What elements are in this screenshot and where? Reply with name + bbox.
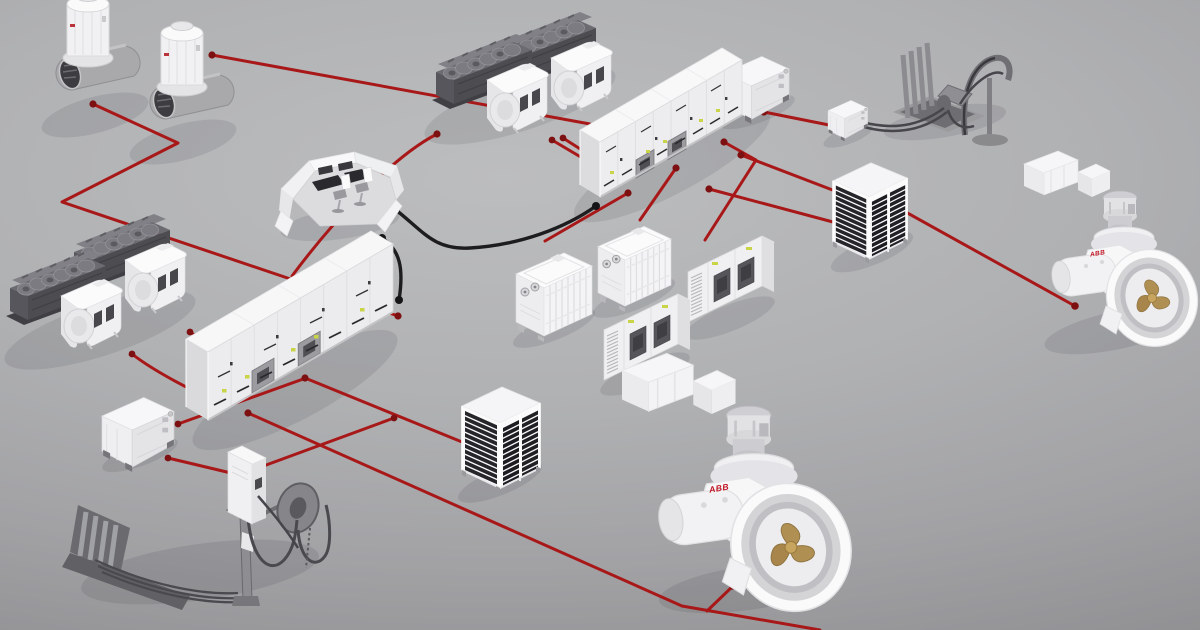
- azimuth-thruster-1: [1023, 150, 1200, 362]
- shore-connection-station-2: [62, 445, 332, 610]
- azimuth-thruster-2: [620, 352, 872, 630]
- console-screen: [318, 165, 333, 175]
- operator-chair-1: [332, 173, 352, 213]
- cable-control-console-to-swbd1: [394, 204, 598, 250]
- shore-power-pedestal: [226, 445, 300, 549]
- cable-power-swbd1-to-rack1-b: [707, 187, 850, 228]
- operator-chair-2: [354, 166, 374, 206]
- cable-power-rack1-to-azimuth1: [882, 198, 1077, 308]
- indicator-tags: [222, 308, 365, 393]
- indicator-tags: [610, 109, 720, 174]
- cable-power-swbd2-to-rack2: [303, 376, 469, 446]
- cable-power-swbd1-to-transformer2: [638, 166, 678, 222]
- tunnel-thruster-1: [54, 0, 142, 93]
- cable-power-azimuth2-stub: [705, 584, 735, 613]
- tunnel-thruster-2: [148, 20, 236, 122]
- bridge-control-console: [274, 151, 404, 237]
- shore-cables-1: [861, 71, 1004, 133]
- cable-power-swbd2-to-azimuth2: [246, 411, 822, 630]
- cable-power-pedestal-to-swbd2: [256, 416, 396, 470]
- shore-cables-2: [94, 558, 243, 604]
- cable-rack-slats: [900, 42, 935, 119]
- shore-socket: [255, 477, 262, 490]
- cable-power-swbd1-to-transformer1: [543, 191, 630, 243]
- console-screen: [338, 161, 353, 171]
- cable-power-swbd1-to-rack1-a: [739, 153, 845, 196]
- cable-power-swbd1-to-converter2: [762, 110, 836, 128]
- main-switchboard-2: [185, 230, 394, 421]
- main-switchboard-1: [579, 47, 743, 198]
- shore-connection-station-1: [861, 42, 1013, 146]
- panel-slots: [603, 106, 739, 187]
- cable-rack-slats: [77, 511, 119, 570]
- panel-slots: [213, 304, 388, 406]
